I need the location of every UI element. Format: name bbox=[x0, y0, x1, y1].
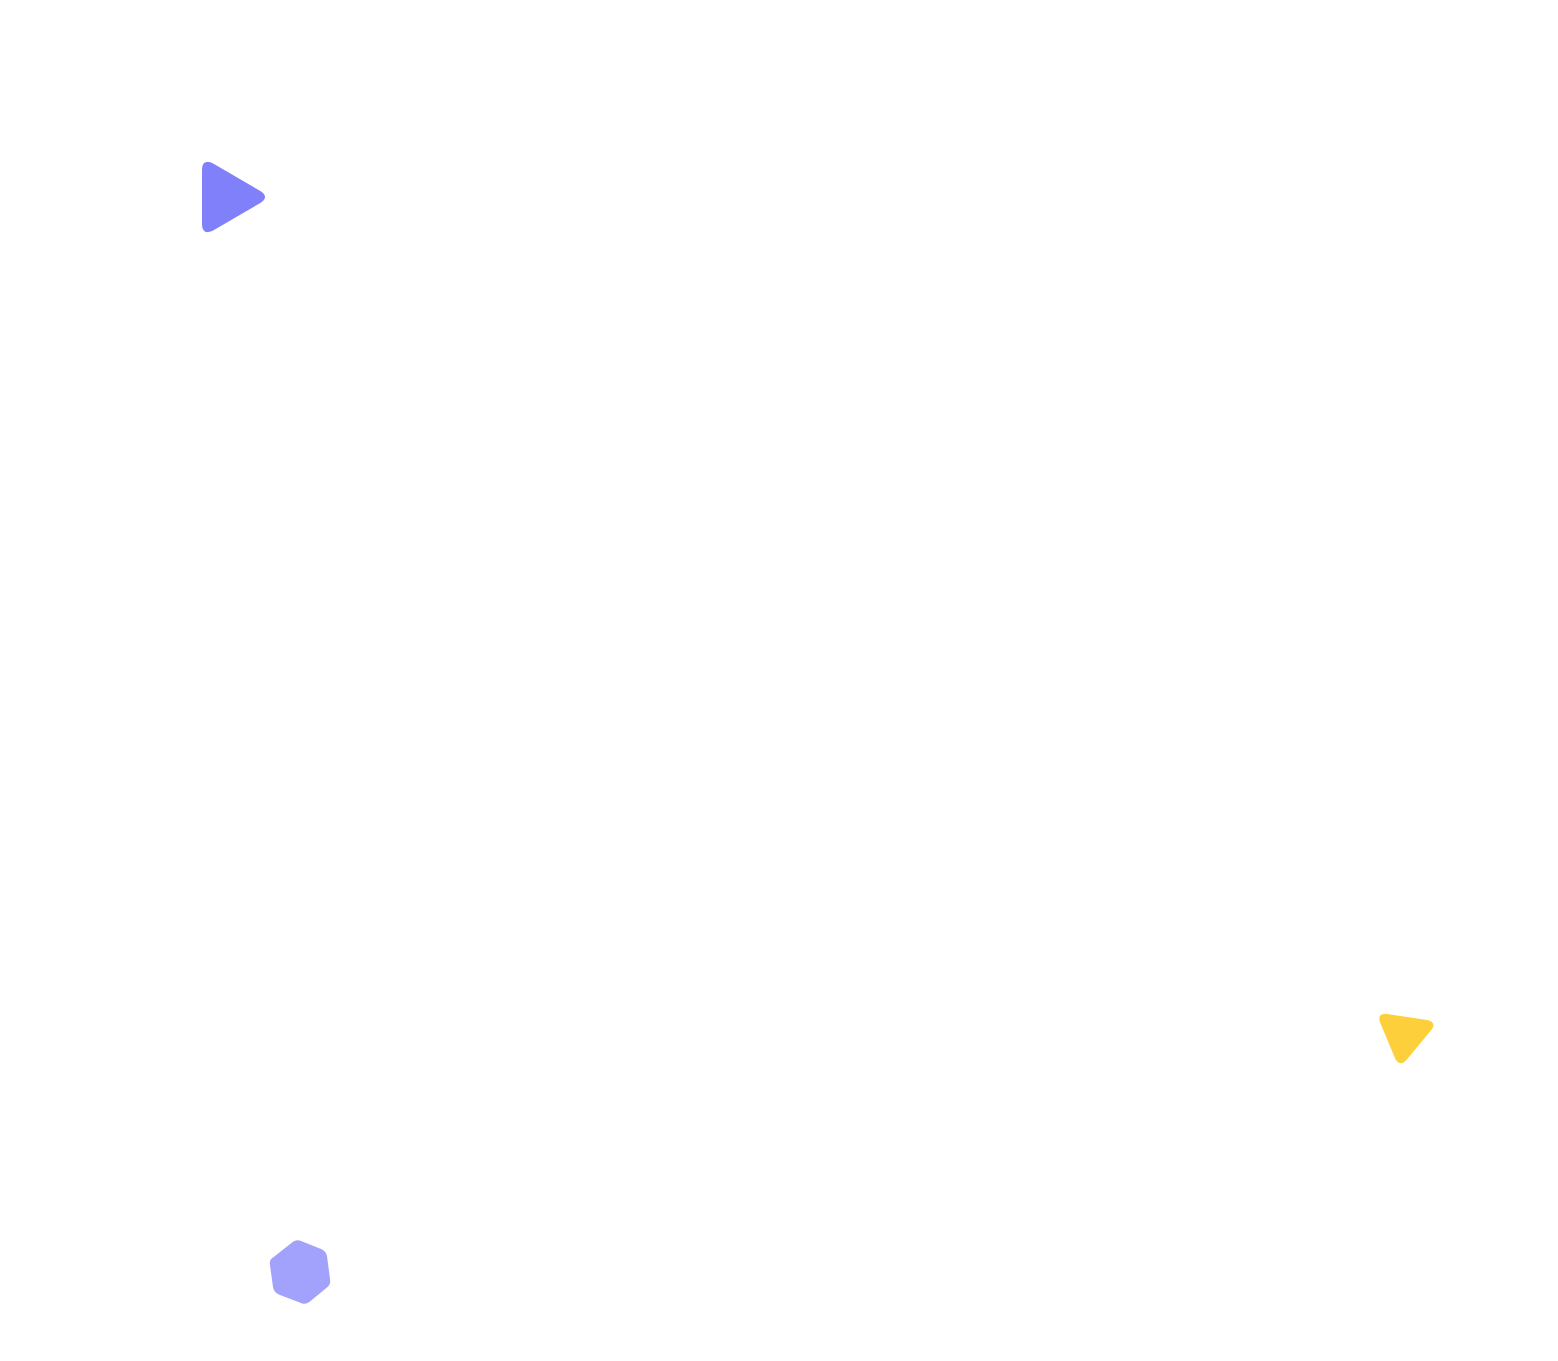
hexagon-lilac-shape bbox=[269, 1240, 331, 1304]
triangle-yellow-shape bbox=[1379, 1013, 1434, 1064]
rounded-triangle-icon bbox=[202, 161, 265, 233]
rounded-triangle-icon bbox=[1379, 1013, 1434, 1064]
triangle-purple-shape bbox=[202, 161, 265, 233]
rounded-hexagon-icon bbox=[269, 1240, 331, 1304]
